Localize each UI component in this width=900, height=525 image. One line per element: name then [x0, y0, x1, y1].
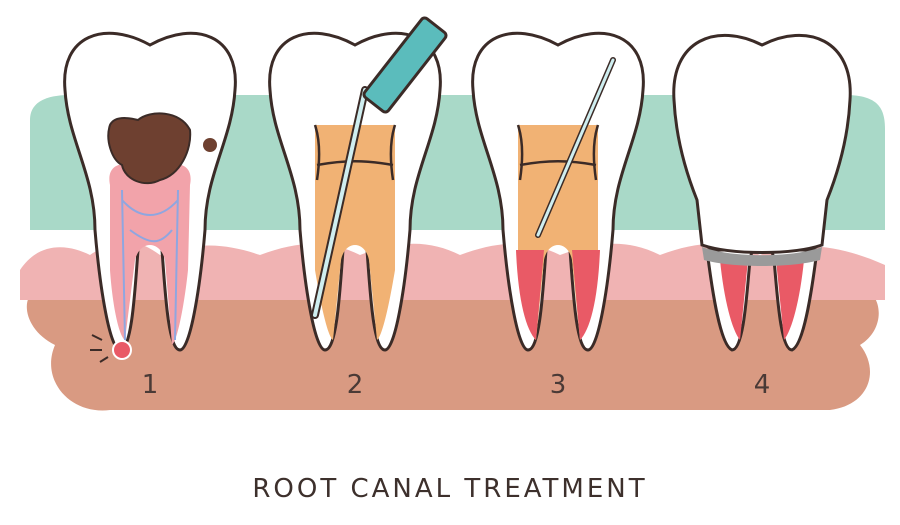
tooth-1-decay	[107, 112, 192, 185]
tooth-1-infected	[63, 31, 237, 363]
tooth-3-opening	[516, 124, 600, 181]
gum-background	[30, 95, 885, 230]
tooth-1-decay-spot	[203, 138, 217, 152]
tooth-2-filling	[315, 125, 395, 340]
tooth-2-cleaning	[268, 16, 448, 352]
dental-crown	[672, 33, 852, 254]
dental-file-tool	[311, 16, 448, 319]
crown-shadow	[702, 247, 822, 266]
tooth-1-pulp	[109, 163, 191, 345]
step-number-2: 2	[347, 370, 364, 400]
step-number-3: 3	[550, 370, 567, 400]
tooth-1-abscess-lines	[90, 334, 109, 363]
tooth-4-root-fill	[720, 260, 804, 340]
tooth-1-nerves	[121, 189, 179, 341]
tooth-3-root-fill	[516, 250, 600, 340]
tooth-1-abscess	[112, 340, 132, 360]
gum-line	[20, 241, 885, 300]
diagram-title: ROOT CANAL TREATMENT	[252, 474, 647, 504]
step-number-4: 4	[754, 370, 771, 400]
filling-instrument	[535, 57, 616, 238]
step-number-1: 1	[142, 370, 159, 400]
tooth-4-crowned	[672, 33, 852, 352]
tooth-2-opening	[313, 124, 397, 181]
tooth-3-filling	[471, 31, 645, 352]
jaw-bone	[26, 285, 879, 411]
